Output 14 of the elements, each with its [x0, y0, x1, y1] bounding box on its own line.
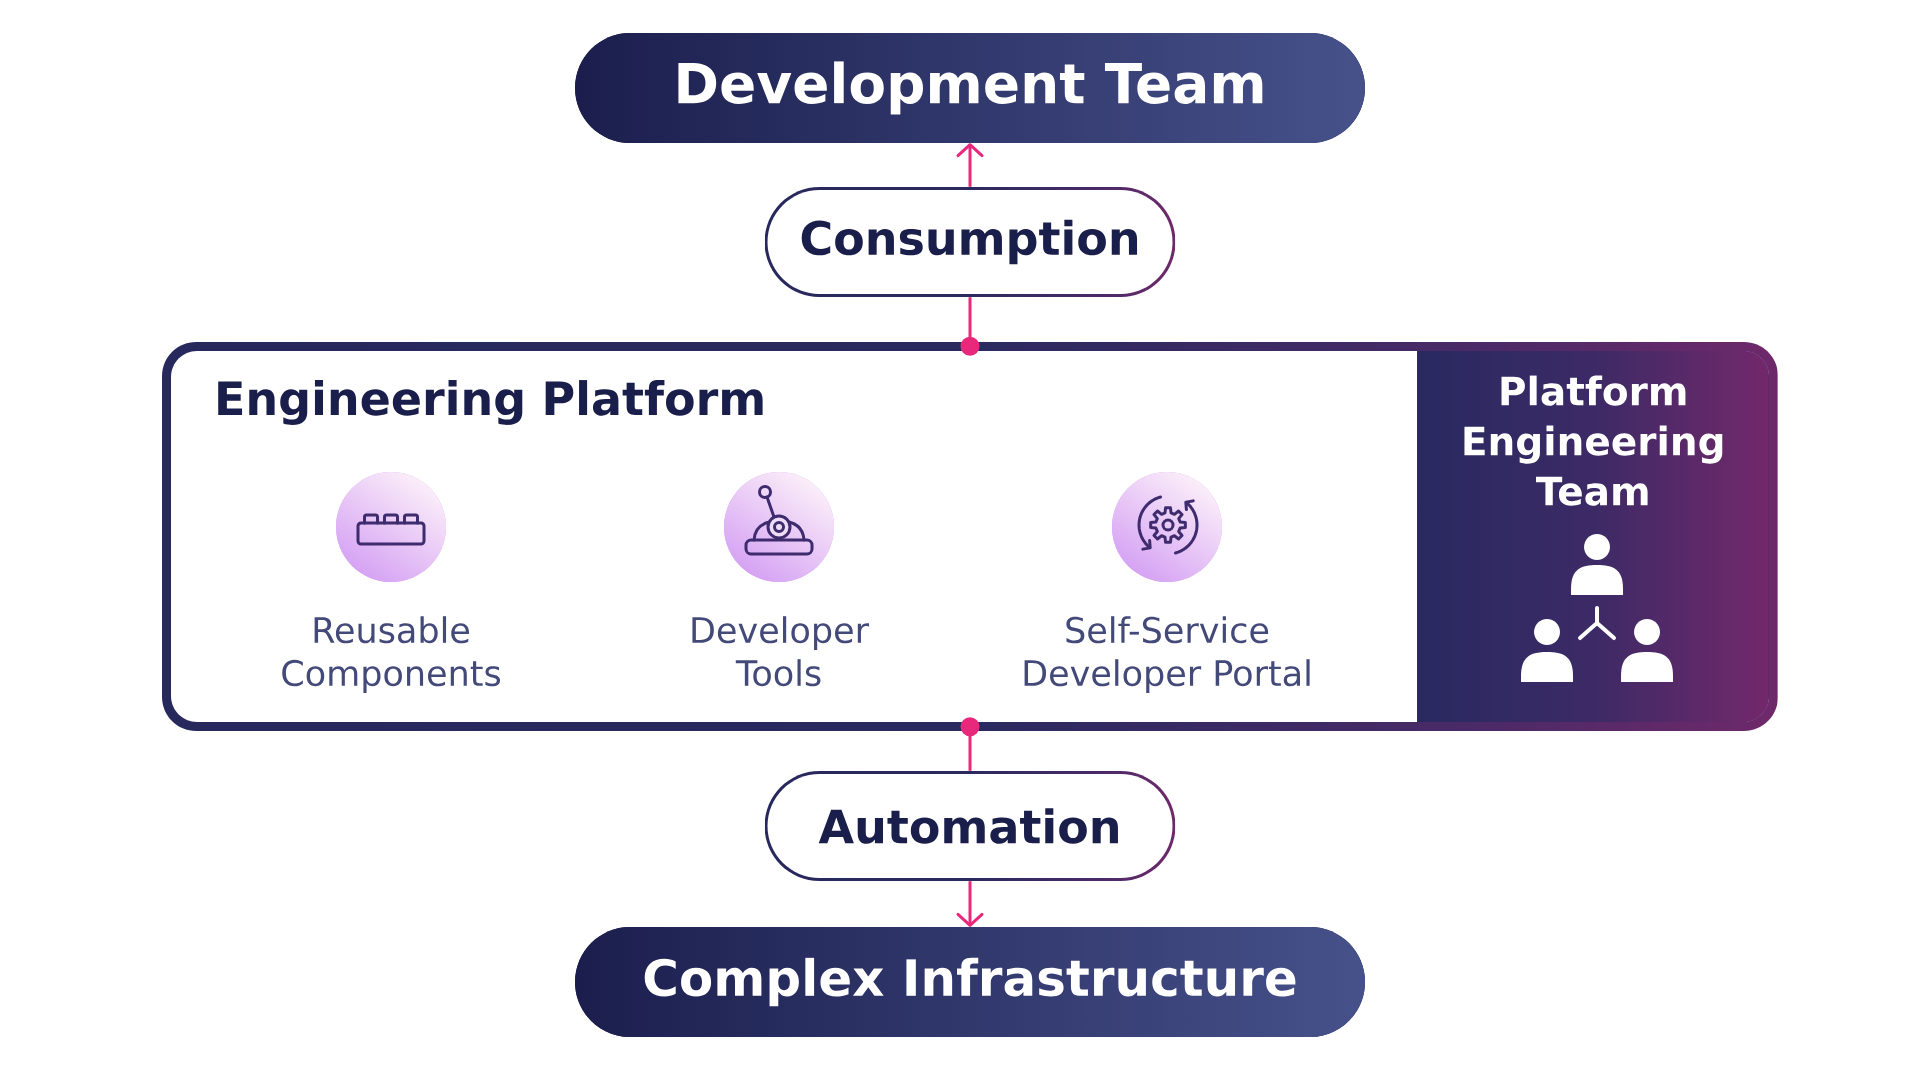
outlined-pill: Automation [767, 774, 1173, 878]
outlined-pill: Consumption [767, 190, 1173, 294]
item-label: Self-Service Developer Portal [1024, 616, 1310, 694]
node-label: Automation [818, 808, 1118, 844]
connector-line [960, 717, 980, 771]
team-panel: Platform Engineering Team [1417, 351, 1769, 722]
connector-line [960, 297, 980, 356]
node-label: Consumption [801, 219, 1138, 265]
rounded-box: Complex Infrastructure [575, 927, 1365, 1037]
item-label: Developer Tools [692, 616, 869, 687]
arrow [956, 881, 984, 927]
item-label: Reusable Components [282, 616, 501, 694]
arrow [956, 143, 984, 187]
rounded-box: Development Team [575, 33, 1365, 143]
